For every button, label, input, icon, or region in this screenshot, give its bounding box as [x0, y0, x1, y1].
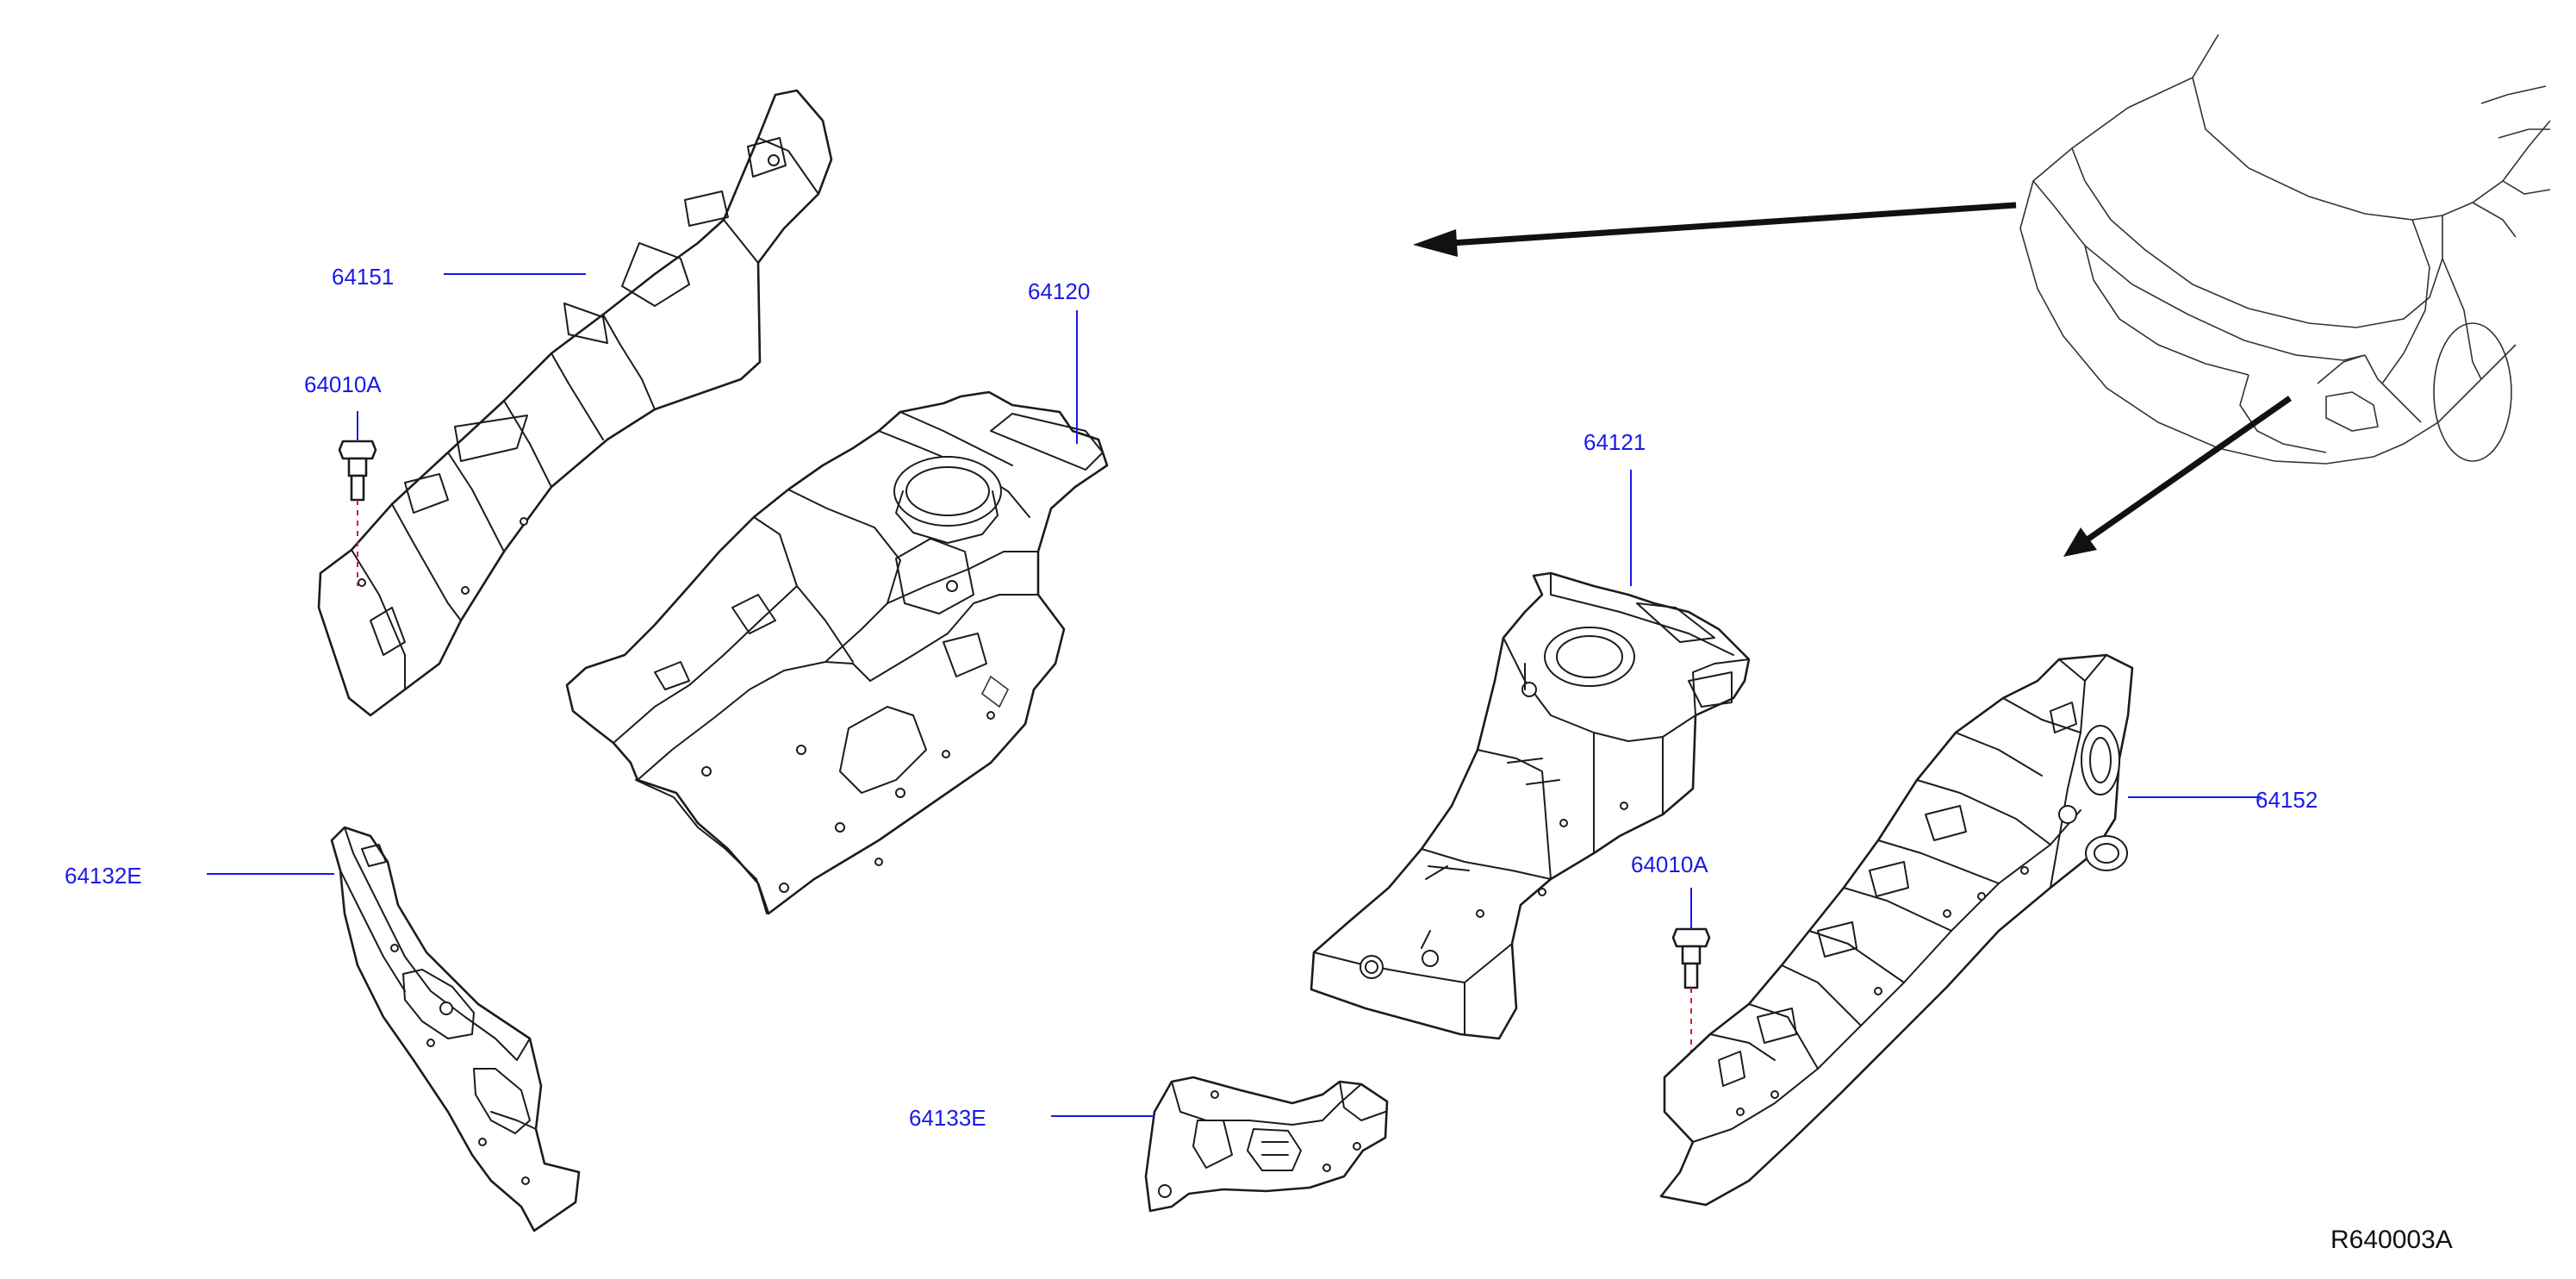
part-label-64151[interactable]: 64151 — [332, 264, 394, 290]
part-label-64120[interactable]: 64120 — [1028, 278, 1090, 304]
rail-upper-left-drawing — [317, 89, 833, 717]
bolt-64010a-right-drawing — [1671, 927, 1711, 1058]
part-label-64132e[interactable]: 64132E — [65, 863, 142, 889]
vehicle-location-sketch — [2019, 34, 2551, 465]
bolt-64010a-left-drawing — [338, 440, 377, 586]
part-label-64121[interactable]: 64121 — [1584, 429, 1646, 455]
bracket-64133e-drawing — [1144, 1076, 1389, 1213]
arrow-head-down — [2063, 527, 2097, 557]
part-label-64133e[interactable]: 64133E — [909, 1105, 986, 1131]
part-label-64152[interactable]: 64152 — [2256, 787, 2318, 813]
rail-upper-right-drawing — [1659, 653, 2134, 1207]
part-label-64010a-left[interactable]: 64010A — [304, 371, 382, 397]
part-label-64010a-right[interactable]: 64010A — [1631, 852, 1708, 877]
leader-lines — [207, 273, 2262, 1117]
direction-arrows — [1413, 202, 2293, 557]
bracket-64132e-drawing — [330, 826, 581, 1232]
diagram-code: R640003A — [2330, 1226, 2453, 1254]
arrow-head-left — [1413, 229, 1458, 257]
member-64120-drawing — [565, 390, 1109, 915]
member-64121-drawing — [1310, 571, 1751, 1040]
